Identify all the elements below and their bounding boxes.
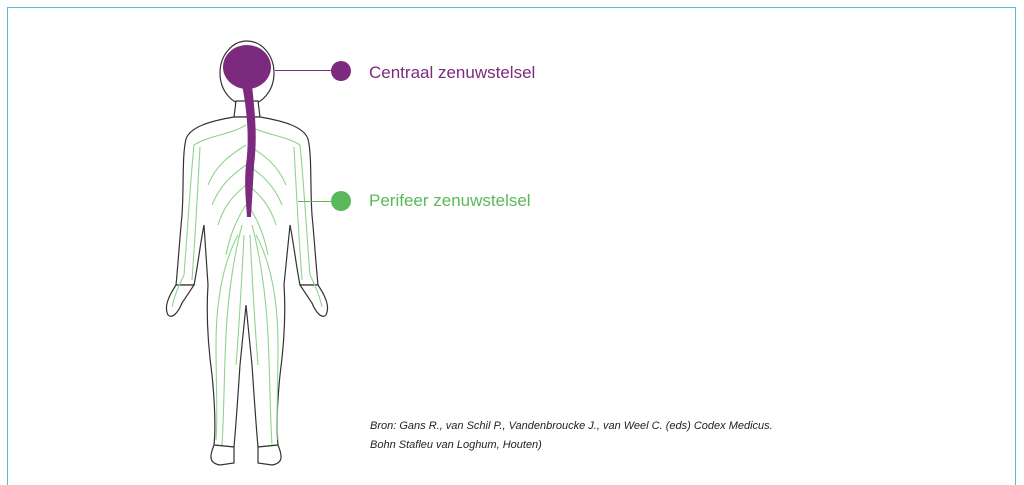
central-nervous-system-label: Centraal zenuwstelsel — [369, 63, 535, 83]
peripheral-nervous-system-label: Perifeer zenuwstelsel — [369, 191, 531, 211]
source-line-1: Bron: Gans R., van Schil P., Vandenbrouc… — [370, 417, 773, 436]
nervous-system-figure — [150, 35, 350, 470]
source-line-2: Bohn Stafleu van Loghum, Houten) — [370, 436, 773, 455]
peripheral-marker-icon — [331, 191, 351, 211]
central-marker-icon — [331, 61, 351, 81]
source-citation: Bron: Gans R., van Schil P., Vandenbrouc… — [370, 417, 773, 455]
central-leader-line — [275, 70, 337, 71]
